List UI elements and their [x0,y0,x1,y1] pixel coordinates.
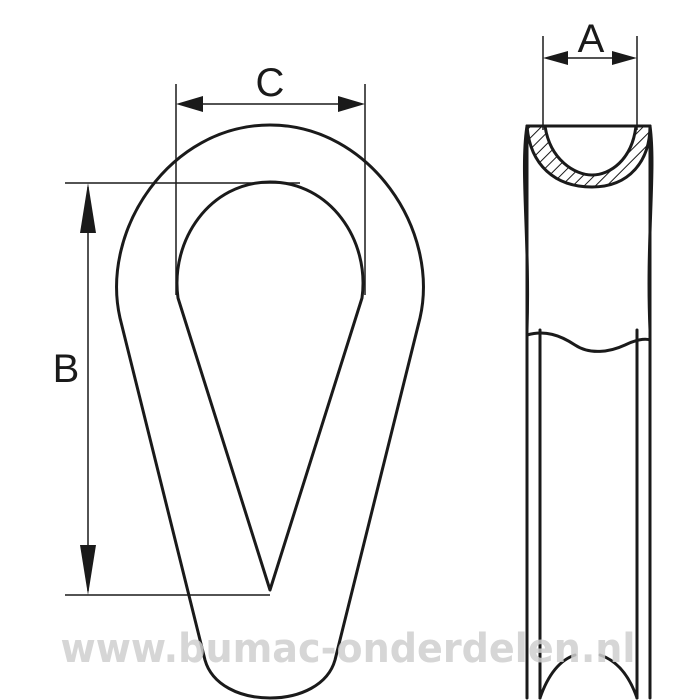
thimble-side-view [522,124,654,700]
side-left-curve [522,124,530,332]
side-bottom-right-curve [598,653,639,700]
a-arrow-left-icon [543,51,568,65]
groove-cross-section [525,124,652,189]
side-break-line [525,331,652,353]
watermark-text: www.bumac-onderdelen.nl [61,626,636,672]
c-arrow-right-icon [338,96,365,112]
thimble-front-view [115,123,425,700]
dimension-c: C [175,61,366,295]
c-arrow-left-icon [176,96,203,112]
thimble-outer-outline [115,123,425,700]
b-arrow-bottom-icon [80,545,96,595]
dimension-a-label: A [578,17,605,61]
dimension-a: A [542,17,638,130]
side-right-curve [647,124,654,332]
side-bottom-left-curve [538,653,577,700]
dimension-c-label: C [256,61,285,105]
dimension-b: B [53,182,300,596]
a-arrow-right-icon [612,51,637,65]
b-arrow-top-icon [80,183,96,233]
dimension-b-label: B [53,347,80,391]
thimble-inner-outline [175,180,365,592]
